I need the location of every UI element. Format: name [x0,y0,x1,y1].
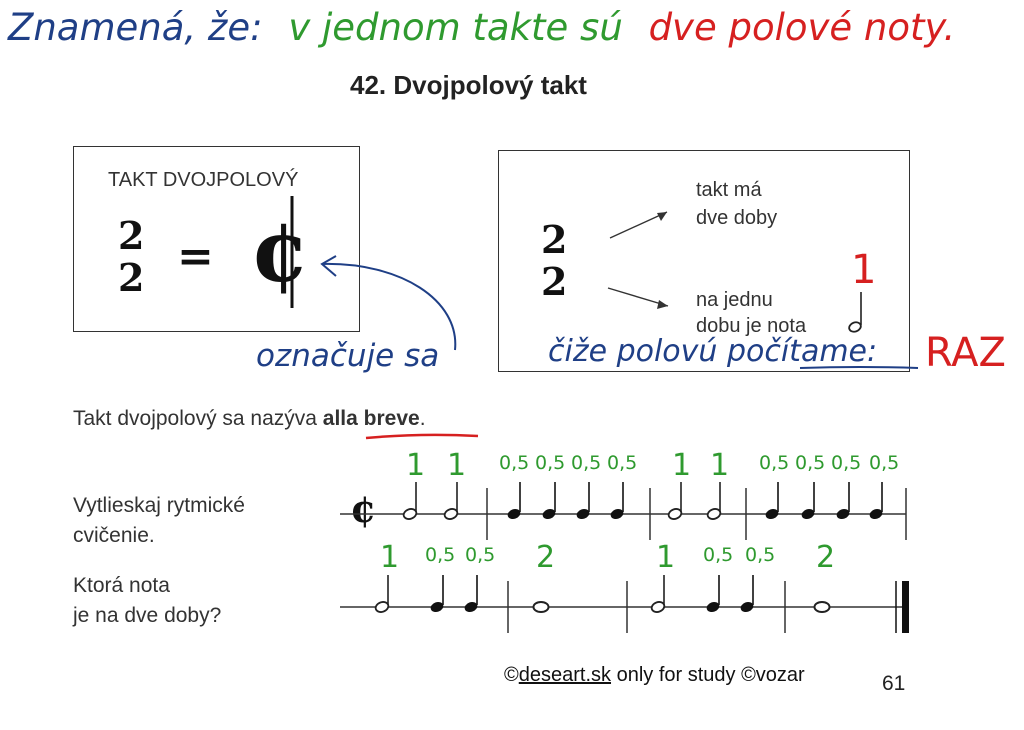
row1-count-label: 1 [672,448,692,483]
row1-count-label: 1 [406,448,426,483]
row1-count-label: 0,5 [499,452,530,474]
blue-arrow-head [320,255,337,277]
row1-count-label: 0,5 [795,452,826,474]
row1-count-label: 0,5 [535,452,566,474]
row2-count-label: 0,5 [703,544,734,566]
right-box-top-text-1: takt má [696,179,762,201]
handwritten-red-part: dve polové noty. [648,6,956,49]
page-number: 61 [882,672,906,695]
arrow-bottom [607,287,669,307]
row2-count-label: 0,5 [465,544,496,566]
right-box-top-number: 2 [541,217,568,262]
row1-count-label: 1 [447,448,467,483]
right-box-top-text-2: dve doby [696,207,778,229]
footer-copyright: ©deseart.sk only for study ©vozar [504,664,805,686]
rhythm-row-1 [340,482,907,540]
breve-word: breve [363,407,420,430]
half-note-count-annotation: 1 [851,247,877,293]
handwritten-top-note: Znamená, že: v jednom takte sú dve polov… [8,6,955,49]
row2-count-label: 0,5 [745,544,776,566]
intro-line: Takt dvojpolový sa nazýva alla breve. [73,407,426,430]
right-explanation-box: 2 2 takt má dve doby na jednu dobu je no… [498,150,910,372]
footer-link[interactable]: deseart.sk [518,664,612,686]
right-box-bottom-number: 2 [541,259,568,304]
exercise-question-2: je na dve doby? [73,604,222,627]
half-note-head-box [848,321,862,333]
polovu-annotation: čiže polovú počítame: [548,334,878,369]
row1-count-label: 0,5 [571,452,602,474]
exercise-question-1: Ktorá nota [73,574,170,597]
left-box-equals: = [177,231,214,282]
right-box-bottom-text-2: dobu je nota [696,315,807,337]
exercise-instruction-1: Vytlieskaj rytmické [73,494,245,517]
cut-time-symbol: ¢ [250,201,310,302]
row1-count-label: 1 [710,448,730,483]
row2-count-label: 2 [816,540,836,575]
rhythm-row-2 [340,575,909,633]
left-box-bottom-number: 2 [118,255,145,300]
row1-count-label: 0,5 [831,452,862,474]
row1-count-label: 0,5 [607,452,638,474]
arrow-top [609,211,668,239]
page-title: 42. Dvojpolový takt [350,70,587,100]
row2-count-label: 1 [656,540,676,575]
row2-count-label: 0,5 [425,544,456,566]
left-box-heading: TAKT DVOJPOLOVÝ [108,169,299,191]
blue-curved-arrow [321,262,457,351]
row2-count-label: 2 [536,540,556,575]
row2-count-label: 1 [380,540,400,575]
exercise-instruction-2: cvičenie. [73,524,155,547]
alla-word: alla [322,407,358,430]
handwritten-green-part: v jednom takte sú [288,6,623,49]
red-underline [365,433,479,440]
blue-underline [799,366,919,369]
intro-text: Takt dvojpolový sa nazýva [73,407,323,430]
handwritten-blue-part: Znamená, že: [8,6,263,49]
left-time-signature-box: TAKT DVOJPOLOVÝ 2 2 = ¢ [73,146,360,332]
row1-count-label: 0,5 [759,452,790,474]
arrow-top-head [657,212,667,221]
oznacuje-annotation: označuje sa [256,338,440,374]
right-box-bottom-text-1: na jednu [696,289,773,311]
raz-annotation: RAZ [925,330,1006,376]
row1-clef-symbol: ¢ [350,486,377,531]
arrow-bottom-head [657,300,668,309]
left-box-top-number: 2 [118,213,145,258]
row1-count-label: 0,5 [869,452,900,474]
